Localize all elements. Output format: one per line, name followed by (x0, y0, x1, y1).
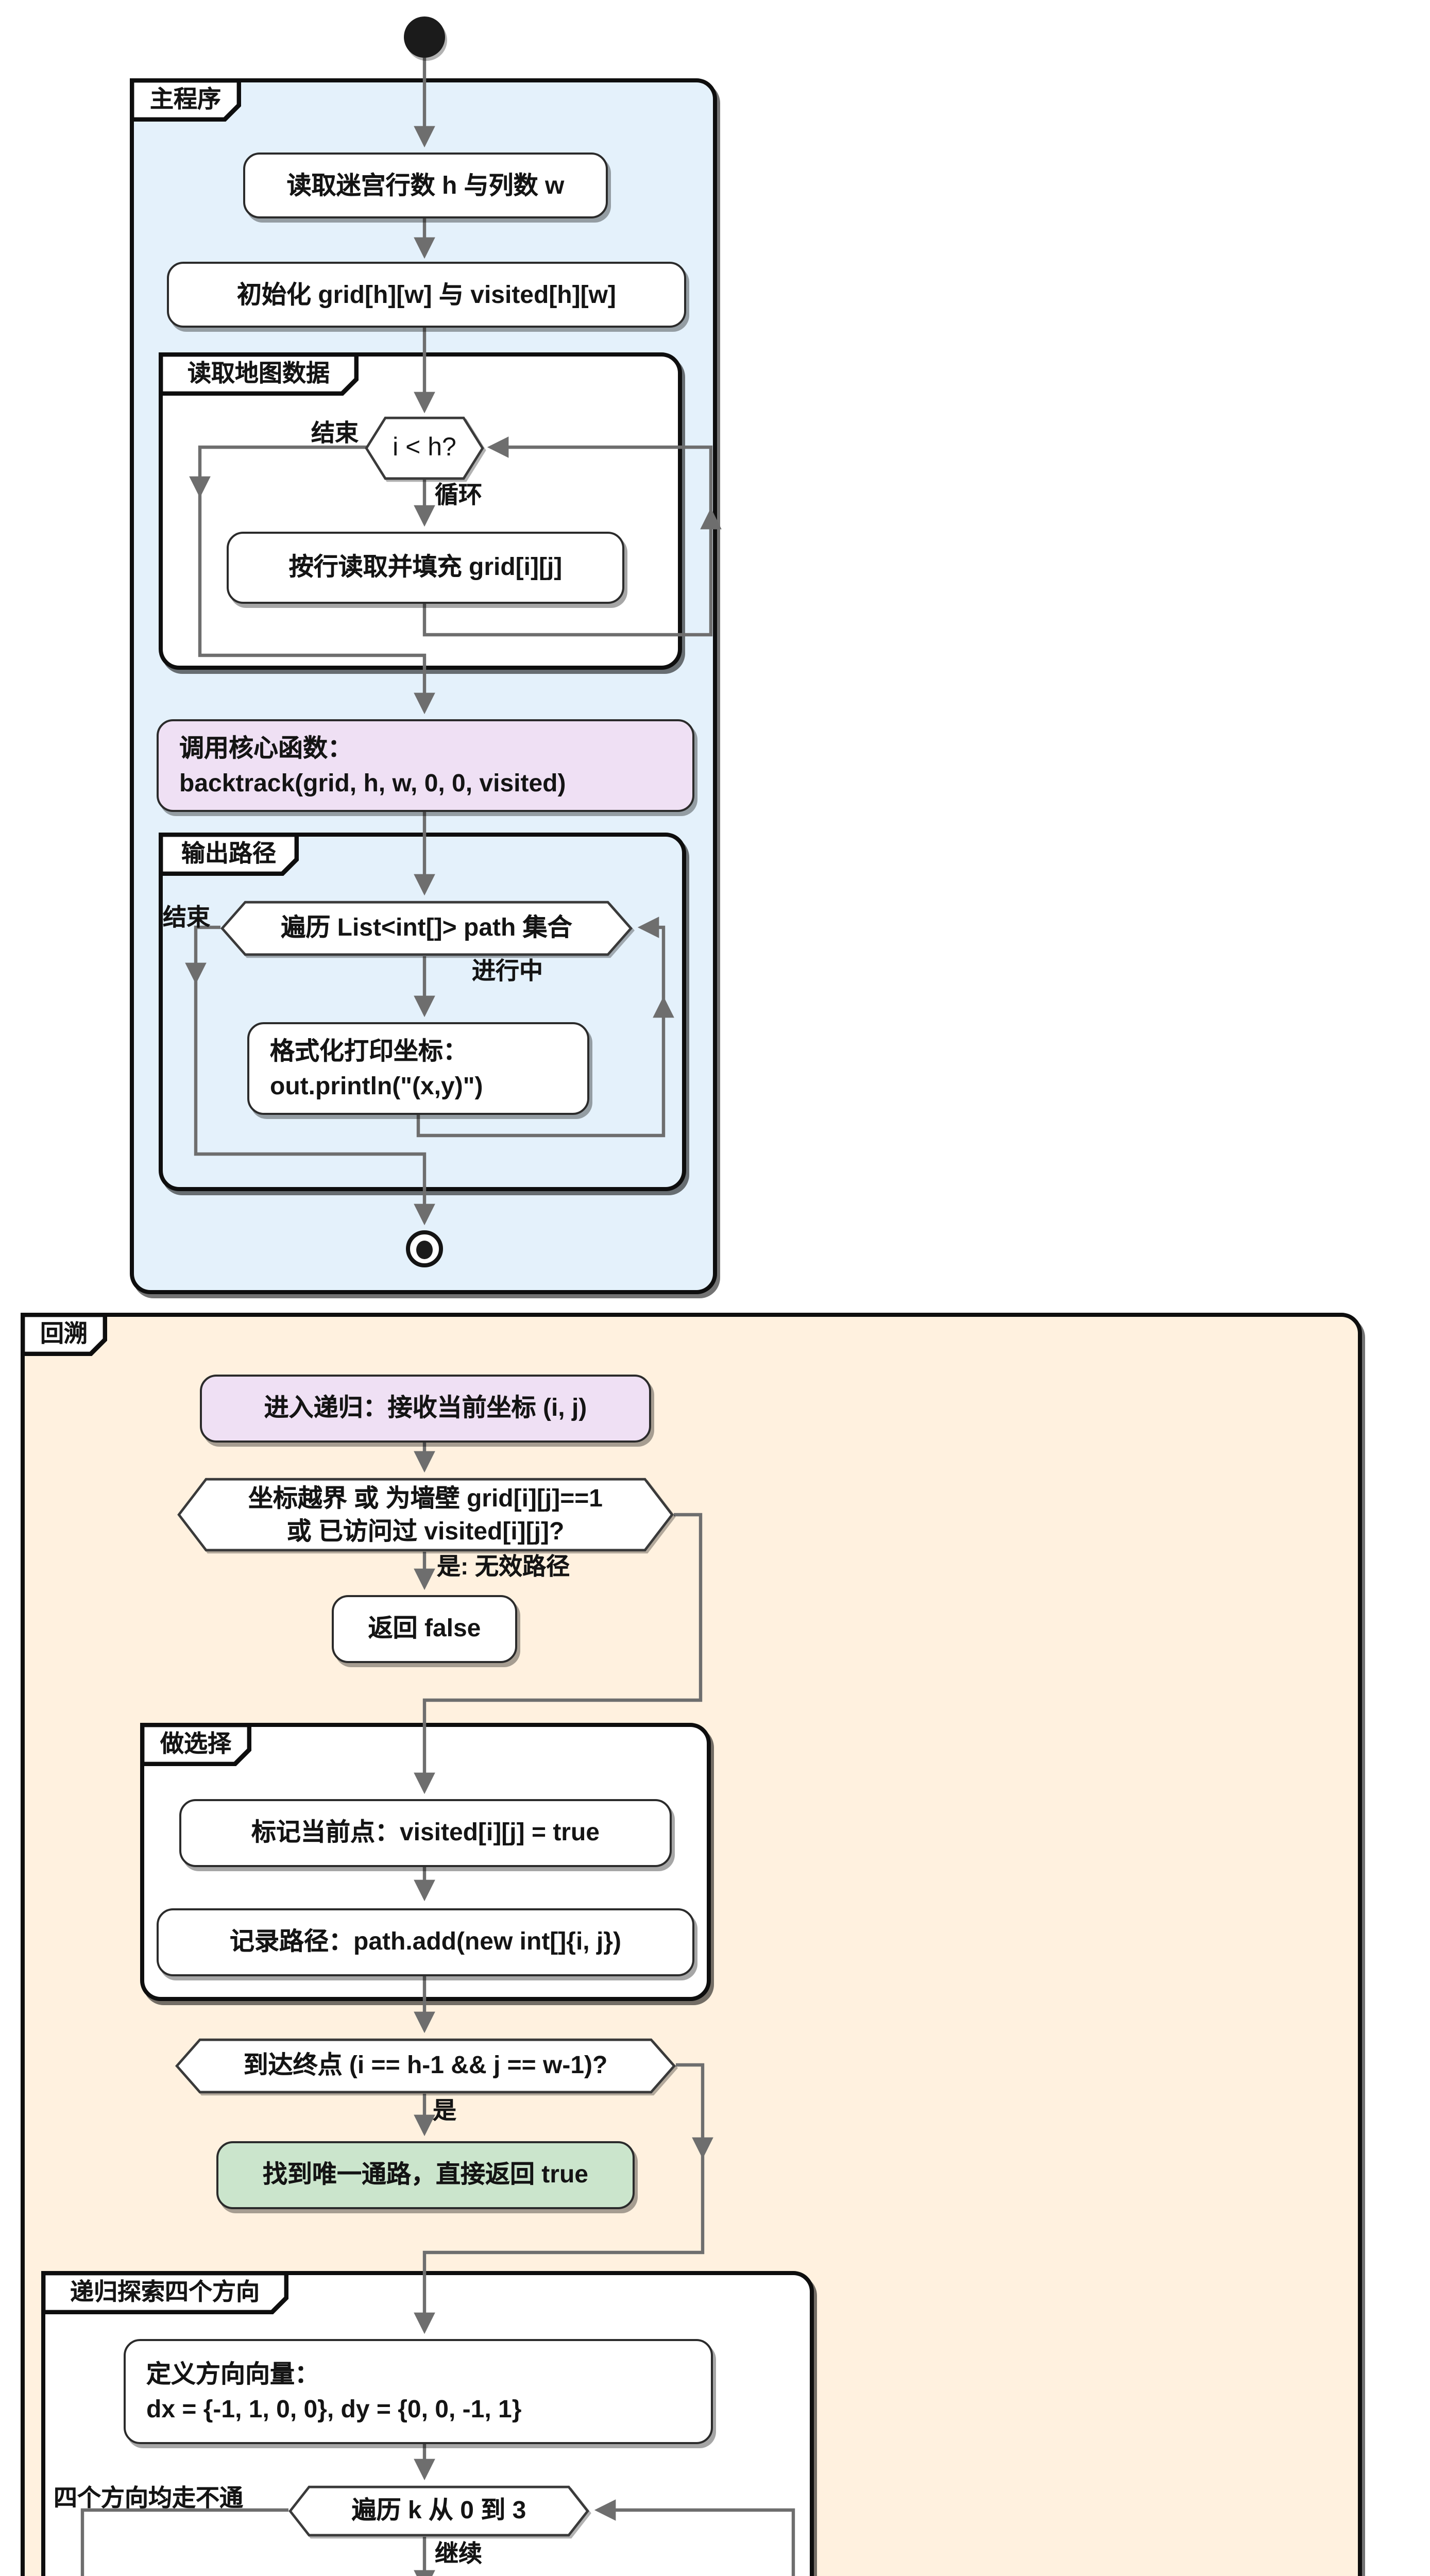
partition-title: 输出路径 (181, 842, 276, 867)
action-return-false-guard: 返回 false (332, 1595, 517, 1663)
partition-title: 做选择 (160, 1732, 231, 1757)
action-text-line1: 调用核心函数： (179, 734, 353, 764)
action-define-vectors: 定义方向向量： dx = {-1, 1, 0, 0}, dy = {0, 0, … (124, 2339, 713, 2444)
tab-shape-icon (130, 78, 241, 122)
tab-shape-icon (159, 833, 299, 876)
hexagon-shape-icon (288, 2485, 589, 2537)
tab-shape-icon (21, 1313, 107, 1356)
hexagon-shape-icon (220, 901, 633, 956)
decision-text: i < h? (393, 433, 456, 462)
action-found-path: 找到唯一通路，直接返回 true (216, 2141, 635, 2209)
hexagon-shape-icon (175, 2038, 676, 2094)
activity-start-icon (404, 16, 445, 58)
decision-path-loop: 遍历 List<int[]> path 集合 (220, 901, 633, 956)
action-text: 按行读取并填充 grid[i][j] (288, 553, 563, 582)
decision-row-loop: i < h? (365, 416, 484, 480)
edge-label-goal-yes: 是 (433, 2100, 456, 2125)
partition-title: 主程序 (150, 88, 221, 112)
tab-explore: 递归探索四个方向 (41, 2271, 288, 2314)
decision-k-loop: 遍历 k 从 0 到 3 (288, 2485, 589, 2537)
tab-shape-icon (140, 1723, 251, 1766)
decision-text: 遍历 List<int[]> path 集合 (281, 913, 572, 943)
activity-end-icon (406, 1230, 443, 1267)
edge-label-exit: 结束 (163, 907, 210, 931)
action-call-core: 调用核心函数： backtrack(grid, h, w, 0, 0, visi… (157, 719, 694, 812)
decision-goal: 到达终点 (i == h-1 && j == w-1)? (175, 2038, 676, 2094)
action-init-grid: 初始化 grid[h][w] 与 visited[h][w] (167, 262, 686, 328)
hexagon-shape-icon (177, 1478, 674, 1552)
tab-main: 主程序 (130, 78, 241, 122)
tab-read-map: 读取地图数据 (159, 352, 359, 396)
action-fill-grid: 按行读取并填充 grid[i][j] (227, 532, 624, 604)
action-text-line1: 定义方向向量： (146, 2360, 320, 2389)
decision-text: 遍历 k 从 0 到 3 (351, 2496, 526, 2526)
tab-shape-icon (159, 352, 359, 396)
action-text: 返回 false (368, 1614, 481, 1643)
action-record-path: 记录路径：path.add(new int[]{i, j}) (157, 1908, 694, 1976)
edge-label-k-exit: 四个方向均走不通 (54, 2487, 243, 2512)
action-text-line2: backtrack(grid, h, w, 0, 0, visited) (179, 768, 566, 796)
edge-label-k-continue: 继续 (435, 2543, 482, 2568)
action-text: 初始化 grid[h][w] 与 visited[h][w] (237, 280, 616, 309)
action-text: 标记当前点：visited[i][j] = true (251, 1818, 600, 1848)
action-text: 找到唯一通路，直接返回 true (262, 2160, 588, 2190)
action-text-line1: 格式化打印坐标： (270, 1037, 468, 1066)
action-enter-recursion: 进入递归：接收当前坐标 (i, j) (200, 1375, 651, 1443)
action-text-line2: dx = {-1, 1, 0, 0}, dy = {0, 0, -1, 1} (146, 2394, 522, 2422)
decision-guard: 坐标越界 或 为墙壁 grid[i][j]==1 或 已访问过 visited[… (177, 1478, 674, 1552)
partition-title: 读取地图数据 (188, 362, 330, 386)
action-text-line2: out.println("(x,y)") (270, 1071, 483, 1099)
edge-label-loop: 进行中 (472, 960, 543, 985)
edge-label-loop: 循环 (435, 484, 482, 509)
action-text: 记录路径：path.add(new int[]{i, j}) (230, 1927, 621, 1957)
tab-choose: 做选择 (140, 1723, 251, 1766)
action-print-coords: 格式化打印坐标： out.println("(x,y)") (247, 1022, 589, 1115)
action-read-size: 读取迷宫行数 h 与列数 w (243, 152, 608, 218)
partition-title: 递归探索四个方向 (70, 2280, 260, 2305)
action-text: 读取迷宫行数 h 与列数 w (286, 171, 565, 200)
edge-label-guard-yes: 是: 无效路径 (437, 1556, 570, 1581)
edge-label-exit: 结束 (311, 422, 359, 447)
decision-text-line1: 坐标越界 或 为墙壁 grid[i][j]==1 (248, 1483, 603, 1513)
partition-title: 回溯 (40, 1322, 88, 1347)
tab-output-path: 输出路径 (159, 833, 299, 876)
decision-text: 到达终点 (i == h-1 && j == w-1)? (243, 2051, 608, 2080)
decision-text-line2: 或 已访问过 visited[i][j]? (286, 1517, 565, 1546)
action-text: 进入递归：接收当前坐标 (i, j) (264, 1394, 587, 1423)
action-mark-visited: 标记当前点：visited[i][j] = true (179, 1799, 672, 1867)
tab-shape-icon (41, 2271, 288, 2314)
tab-backtrack: 回溯 (21, 1313, 107, 1356)
hexagon-shape-icon (365, 416, 484, 480)
